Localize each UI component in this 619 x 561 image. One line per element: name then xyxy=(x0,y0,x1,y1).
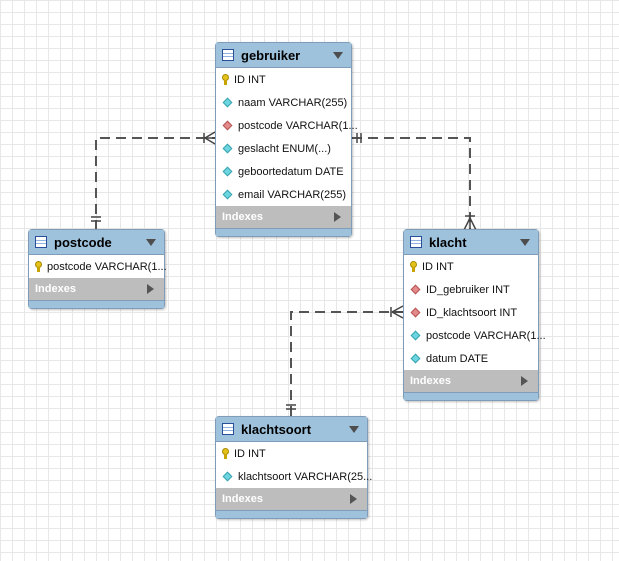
column-label: ID INT xyxy=(422,260,454,273)
table-title: klachtsoort xyxy=(241,421,312,437)
indexes-label: Indexes xyxy=(35,283,76,295)
table-klachtsoort[interactable]: klachtsoort ID INT klachtsoort VARCHAR(2… xyxy=(215,416,372,519)
indexes-section[interactable]: Indexes xyxy=(404,370,538,392)
column-label: ID INT xyxy=(234,73,266,86)
primary-key-icon xyxy=(222,448,229,459)
column-label: datum DATE xyxy=(426,352,489,365)
cardinality-many-marker xyxy=(463,215,477,231)
primary-key-icon xyxy=(35,261,42,272)
column-label: ID INT xyxy=(234,447,266,460)
table-header[interactable]: klachtsoort xyxy=(216,417,367,442)
indexes-label: Indexes xyxy=(222,493,263,505)
column-row[interactable]: postcode VARCHAR(1... xyxy=(216,114,358,137)
column-label: geboortedatum DATE xyxy=(238,165,344,178)
table-postcode[interactable]: postcode postcode VARCHAR(1... Indexes xyxy=(28,229,167,309)
column-row[interactable]: postcode VARCHAR(1... xyxy=(29,255,167,278)
primary-key-icon xyxy=(222,74,229,85)
column-label: postcode VARCHAR(1... xyxy=(47,260,167,273)
table-title: gebruiker xyxy=(241,47,301,63)
foreign-key-icon xyxy=(410,307,421,318)
column-row[interactable]: klachtsoort VARCHAR(25... xyxy=(216,465,372,488)
column-label: ID_klachtsoort INT xyxy=(426,306,518,319)
foreign-key-icon xyxy=(222,120,233,131)
table-footer xyxy=(404,392,538,400)
table-title: klacht xyxy=(429,234,467,250)
table-icon xyxy=(35,236,47,248)
column-list: postcode VARCHAR(1... xyxy=(29,255,167,278)
column-label: naam VARCHAR(255) xyxy=(238,96,348,109)
column-label: ID_gebruiker INT xyxy=(426,283,510,296)
column-label: postcode VARCHAR(1... xyxy=(238,119,358,132)
attribute-icon xyxy=(222,189,233,200)
attribute-icon xyxy=(222,97,233,108)
column-label: postcode VARCHAR(1... xyxy=(426,329,546,342)
relationship-klachtsoort-klacht[interactable] xyxy=(290,311,403,416)
foreign-key-icon xyxy=(410,284,421,295)
indexes-label: Indexes xyxy=(410,375,451,387)
cardinality-many-marker xyxy=(203,131,216,145)
table-header[interactable]: gebruiker xyxy=(216,43,351,68)
indexes-section[interactable]: Indexes xyxy=(29,278,164,300)
indexes-label: Indexes xyxy=(222,211,263,223)
cardinality-one-marker xyxy=(286,404,296,410)
column-row[interactable]: geslacht ENUM(...) xyxy=(216,137,351,160)
column-row[interactable]: ID INT xyxy=(216,442,367,465)
column-row[interactable]: datum DATE xyxy=(404,347,538,370)
column-label: klachtsoort VARCHAR(25... xyxy=(238,470,373,483)
table-icon xyxy=(222,423,234,435)
table-icon xyxy=(410,236,422,248)
column-row[interactable]: ID INT xyxy=(404,255,538,278)
collapse-toggle-icon[interactable] xyxy=(349,425,359,433)
cardinality-one-marker xyxy=(356,133,362,143)
column-row[interactable]: email VARCHAR(255) xyxy=(216,183,351,206)
attribute-icon xyxy=(222,143,233,154)
column-list: ID INT naam VARCHAR(255) postcode VARCHA… xyxy=(216,68,358,206)
cardinality-many-marker xyxy=(390,305,404,319)
indexes-section[interactable]: Indexes xyxy=(216,488,367,510)
collapse-toggle-icon[interactable] xyxy=(333,51,343,59)
column-label: geslacht ENUM(...) xyxy=(238,142,331,155)
column-row[interactable]: ID_klachtsoort INT xyxy=(404,301,538,324)
table-header[interactable]: klacht xyxy=(404,230,538,255)
expand-arrow-icon[interactable] xyxy=(350,494,357,504)
column-list: ID INT ID_gebruiker INT ID_klachtsoort I… xyxy=(404,255,546,370)
table-footer xyxy=(216,510,367,518)
expand-arrow-icon[interactable] xyxy=(147,284,154,294)
expand-arrow-icon[interactable] xyxy=(521,376,528,386)
indexes-section[interactable]: Indexes xyxy=(216,206,351,228)
attribute-icon xyxy=(222,471,233,482)
primary-key-icon xyxy=(410,261,417,272)
column-row[interactable]: postcode VARCHAR(1... xyxy=(404,324,546,347)
column-list: ID INT klachtsoort VARCHAR(25... xyxy=(216,442,372,488)
attribute-icon xyxy=(410,353,421,364)
table-klacht[interactable]: klacht ID INT ID_gebruiker INT ID_klacht… xyxy=(403,229,546,401)
relationship-gebruiker-klacht[interactable] xyxy=(352,137,471,230)
cardinality-one-marker xyxy=(91,216,101,222)
column-row[interactable]: ID INT xyxy=(216,68,351,91)
table-header[interactable]: postcode xyxy=(29,230,164,255)
column-label: email VARCHAR(255) xyxy=(238,188,346,201)
expand-arrow-icon[interactable] xyxy=(334,212,341,222)
column-row[interactable]: naam VARCHAR(255) xyxy=(216,91,351,114)
table-title: postcode xyxy=(54,234,112,250)
attribute-icon xyxy=(410,330,421,341)
column-row[interactable]: ID_gebruiker INT xyxy=(404,278,538,301)
table-icon xyxy=(222,49,234,61)
table-gebruiker[interactable]: gebruiker ID INT naam VARCHAR(255) postc… xyxy=(215,42,358,237)
table-footer xyxy=(29,300,164,308)
collapse-toggle-icon[interactable] xyxy=(146,238,156,246)
relationship-postcode-gebruiker[interactable] xyxy=(95,137,215,230)
attribute-icon xyxy=(222,166,233,177)
table-footer xyxy=(216,228,351,236)
column-row[interactable]: geboortedatum DATE xyxy=(216,160,351,183)
collapse-toggle-icon[interactable] xyxy=(520,238,530,246)
